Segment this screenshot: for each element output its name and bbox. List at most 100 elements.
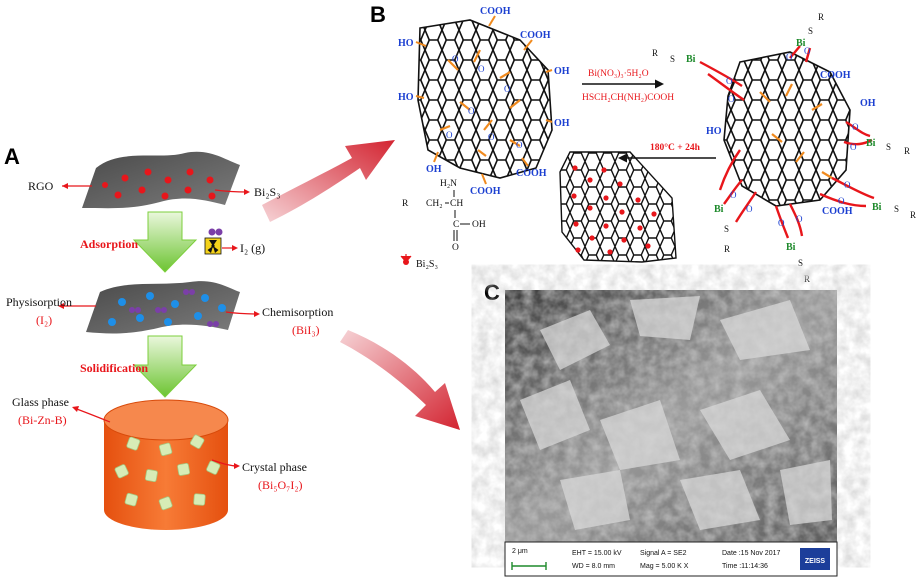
glass-phase-sub-label: (Bi-Zn-B) <box>18 413 67 427</box>
time-label: Time :11:14:36 <box>722 563 768 570</box>
panel-b: OO OO OO O COOH COOH COOH COOH HO HO OH … <box>398 6 916 284</box>
cooh-label: COOH <box>516 168 547 179</box>
svg-text:R: R <box>804 274 810 284</box>
cooh-label: COOH <box>470 186 501 197</box>
cooh-label: COOH <box>480 6 511 17</box>
svg-text:R: R <box>652 48 658 58</box>
svg-text:O: O <box>468 106 475 116</box>
panel-label-a: A <box>4 144 20 169</box>
svg-text:O: O <box>504 84 511 94</box>
wd-label: WD = 8.0 mm <box>572 563 615 570</box>
oh-label: OH <box>860 98 876 109</box>
solidification-label: Solidification <box>80 361 148 375</box>
glass-phase-label: Glass phase <box>12 395 69 409</box>
cysteine-structure: H₂N R CH₂ CH C OH O <box>402 179 486 253</box>
bi2s3-particle-icon <box>400 254 412 265</box>
svg-text:S: S <box>670 54 675 64</box>
svg-text:O: O <box>804 46 811 56</box>
bii3-particles <box>108 292 226 326</box>
bi-label: Bi <box>786 242 796 253</box>
rgo-sheet <box>82 151 240 209</box>
cooh-label: COOH <box>520 30 551 41</box>
svg-text:O: O <box>446 130 453 140</box>
svg-text:S: S <box>808 26 813 36</box>
big-arrow-down-icon <box>340 330 460 430</box>
oh-label: OH <box>554 66 570 77</box>
rgo-label: RGO <box>28 179 54 193</box>
svg-text:O: O <box>452 243 459 253</box>
oh-label: OH <box>426 164 442 175</box>
sem-info-bar <box>504 541 838 577</box>
svg-text:O: O <box>852 122 859 132</box>
physisorption-label: Physisorption <box>6 295 72 309</box>
panel-a: RGO Bi₂S₃ Adsorption I₂ (g) <box>6 151 333 530</box>
svg-text:H₂N: H₂N <box>440 179 457 189</box>
glass-cylinder <box>103 399 229 530</box>
graphene-oxide-sheet: OO OO OO O COOH COOH COOH COOH HO HO OH … <box>398 6 570 197</box>
panel-label-c: C <box>484 280 500 305</box>
i2-particles <box>129 289 219 327</box>
bi2s3-label: Bi₂S₃ <box>254 185 280 199</box>
svg-text:O: O <box>844 180 851 190</box>
svg-text:S: S <box>894 204 899 214</box>
date-label: Date :15 Nov 2017 <box>722 550 780 557</box>
svg-text:O: O <box>728 94 735 104</box>
scale-bar <box>511 562 547 570</box>
svg-text:O: O <box>746 204 753 214</box>
bi-label: Bi <box>866 138 876 149</box>
oh-label: OH <box>554 118 570 129</box>
zeiss-logo-text: ZEISS <box>805 558 826 565</box>
panel-label-b: B <box>370 2 386 27</box>
iodine-radiation-icon <box>204 228 223 255</box>
scale-bar-label: 2 μm <box>512 548 528 555</box>
adsorption-label: Adsorption <box>80 237 138 251</box>
svg-text:CH: CH <box>450 199 463 209</box>
svg-text:OH: OH <box>472 220 486 230</box>
svg-text:O: O <box>730 190 737 200</box>
svg-text:CH₂: CH₂ <box>426 199 443 209</box>
crystal-phase-label: Crystal phase <box>242 460 307 474</box>
panel-c: 2 μm EHT = 15.00 kV WD = 8.0 mm Signal A… <box>504 290 838 577</box>
crystal-phase-sub-label: (Bi₅O₇I₂) <box>258 478 303 492</box>
bi-label: Bi <box>872 202 882 213</box>
physisorption-sub-label: (I₂) <box>36 313 52 327</box>
reaction-condition: 180°C + 24h <box>650 142 701 153</box>
svg-text:O: O <box>778 218 785 228</box>
svg-text:O: O <box>516 140 523 150</box>
crystal-particles <box>114 434 221 511</box>
cooh-label: COOH <box>820 70 851 81</box>
rgo-bi2s3-product <box>559 151 677 263</box>
cooh-label: COOH <box>822 206 853 217</box>
svg-text:R: R <box>818 12 824 22</box>
bi-label: Bi <box>796 38 806 49</box>
svg-text:O: O <box>726 76 733 86</box>
green-arrow-icon <box>132 211 198 273</box>
reagent-bismuth-nitrate: Bi(NO₃)₃·5H₂O <box>588 68 649 79</box>
svg-text:R: R <box>724 244 730 254</box>
zeiss-logo <box>800 548 830 570</box>
svg-text:S: S <box>886 142 891 152</box>
svg-text:S: S <box>724 224 729 234</box>
bi-label: Bi <box>686 54 696 65</box>
reagent-cysteine: HSCH₂CH(NH₂)COOH <box>582 92 674 103</box>
svg-text:O: O <box>488 132 495 142</box>
chemisorption-label: Chemisorption <box>262 305 333 319</box>
svg-text:R: R <box>910 210 916 220</box>
svg-text:O: O <box>452 54 459 64</box>
eht-label: EHT = 15.00 kV <box>572 550 622 557</box>
ho-label: HO <box>398 92 414 103</box>
signal-label: Signal A = SE2 <box>640 550 687 557</box>
chemisorption-sub-label: (BiI₃) <box>292 323 320 337</box>
mag-label: Mag = 5.00 K X <box>640 563 689 570</box>
svg-text:C: C <box>453 220 459 230</box>
bi2s3-legend-label: Bi₂S₃ <box>416 259 438 270</box>
bi-label: Bi <box>714 204 724 215</box>
big-arrow-up-icon <box>262 140 395 222</box>
svg-text:O: O <box>478 64 485 74</box>
ho-label: HO <box>398 38 414 49</box>
svg-text:O: O <box>838 196 845 206</box>
ho-label: HO <box>706 126 722 137</box>
svg-text:O: O <box>786 52 793 62</box>
